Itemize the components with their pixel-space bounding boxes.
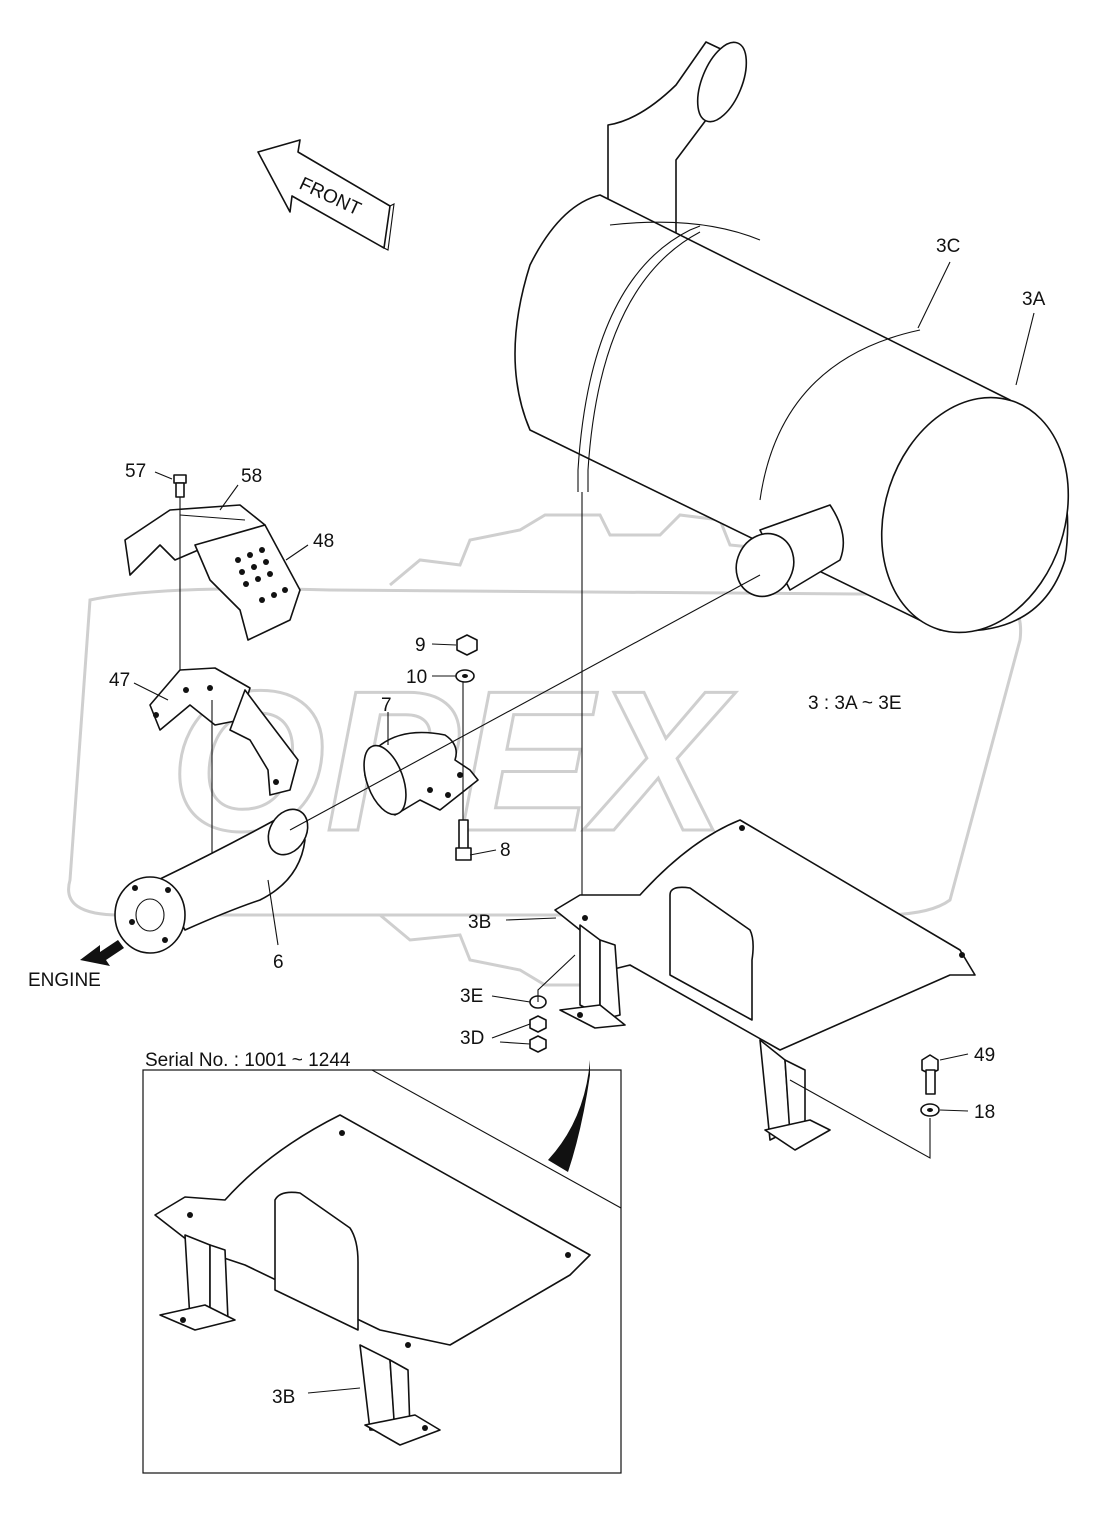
callout-49: 49 <box>974 1045 995 1066</box>
callout-8: 8 <box>500 840 511 861</box>
callout-48: 48 <box>313 531 334 552</box>
nut-9 <box>456 634 478 656</box>
inset-pointer-arrow-icon <box>548 1060 590 1172</box>
callout-7: 7 <box>381 695 392 716</box>
shield-holes <box>235 547 288 603</box>
muffler-bracket-3B <box>554 819 976 1151</box>
assembly-note: 3 : 3A ~ 3E <box>808 693 902 714</box>
washer-10 <box>455 669 475 683</box>
front-arrow-icon: FRONT <box>257 139 395 251</box>
engine-label: ENGINE <box>28 970 101 991</box>
callout-47: 47 <box>109 670 130 691</box>
callout-58: 58 <box>241 466 262 487</box>
bracket-47 <box>149 667 299 880</box>
inset-title: Serial No. : 1001 ~ 1244 <box>145 1050 351 1071</box>
callout-6: 6 <box>273 952 284 973</box>
engine-arrow-icon <box>80 940 124 966</box>
callout-3D: 3D <box>460 1028 484 1049</box>
nut-3D <box>529 1015 547 1053</box>
bolt-57 <box>173 474 187 680</box>
heat-shield-58 <box>124 504 301 641</box>
callout-3B-inset: 3B <box>272 1387 295 1408</box>
washer-18 <box>920 1103 940 1117</box>
clamp-7 <box>363 731 479 816</box>
leader-lines <box>133 261 1035 1112</box>
bolt-8 <box>455 819 472 861</box>
bolt-49 <box>921 1054 939 1095</box>
callout-3C: 3C <box>936 236 960 257</box>
callout-9: 9 <box>415 635 426 656</box>
callout-57: 57 <box>125 461 146 482</box>
callout-labels: 3C 3A 57 58 48 9 10 47 7 3 : 3A ~ 3E 8 3… <box>28 236 1046 1408</box>
exhaust-pipe-6 <box>114 808 309 954</box>
callout-3E: 3E <box>460 986 483 1007</box>
muffler-3A <box>514 41 1070 634</box>
callout-3B: 3B <box>468 912 491 933</box>
callout-18: 18 <box>974 1102 995 1123</box>
callout-3A: 3A <box>1022 289 1046 310</box>
inset-frame <box>142 1069 622 1474</box>
callout-10: 10 <box>406 667 427 688</box>
inset-bracket-3B <box>154 1114 591 1446</box>
